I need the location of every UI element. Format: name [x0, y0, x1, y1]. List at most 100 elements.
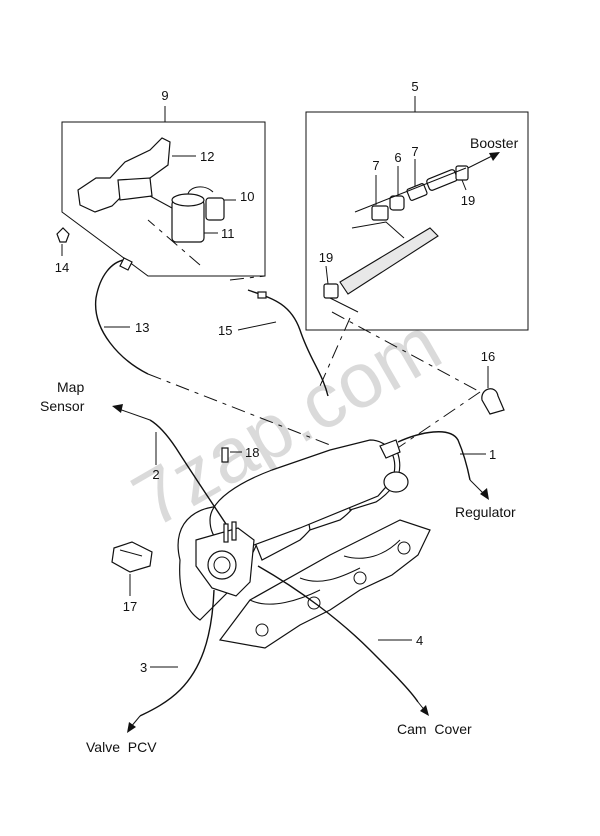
- leader-15: [237, 321, 277, 331]
- callout-10: 10: [240, 189, 254, 204]
- clip-14: [56, 227, 70, 256]
- hose-clamp-7-right: [406, 183, 428, 201]
- flange-hole-1: [255, 623, 269, 637]
- guide-booster-16: [331, 311, 481, 393]
- booster-hose-box: [305, 96, 529, 331]
- hose-13-fitting: [119, 257, 133, 271]
- hose-1-fitting: [379, 439, 401, 459]
- hose-4-path: [257, 565, 419, 703]
- canister-top: [171, 193, 205, 207]
- label-sensor: Sensor: [40, 398, 85, 414]
- label-booster: Booster: [470, 135, 519, 151]
- box-9-outline: [61, 121, 266, 277]
- callout-14: 14: [55, 260, 69, 275]
- hose-15-fitting: [257, 291, 267, 299]
- fitting-18-shape: [221, 447, 229, 463]
- callout-18: 18: [245, 445, 259, 460]
- booster-arrow-head: [489, 152, 500, 161]
- hose-2: [112, 404, 227, 525]
- purge-solenoid: [205, 197, 225, 221]
- leader-19-bottom: [325, 265, 329, 285]
- canister-hose: [187, 186, 214, 195]
- check-valve-6: [389, 195, 405, 211]
- callout-16: 16: [481, 349, 495, 364]
- regulator-arrow-head: [480, 488, 489, 500]
- hose-3: [127, 589, 215, 733]
- guide-13-manifold: [147, 373, 331, 446]
- booster-hose-lower: [339, 227, 439, 295]
- callout-7-right: 7: [411, 144, 418, 159]
- runner-base-2: [299, 567, 361, 582]
- label-valve-pcv: Valve PCV: [86, 739, 157, 755]
- hose-1-path: [397, 431, 471, 481]
- clip-16: [481, 366, 505, 415]
- intake-manifold: [177, 439, 431, 649]
- cam-arrow-head: [420, 705, 429, 716]
- flange-hole-4: [397, 541, 411, 555]
- hose-13: [94, 257, 149, 375]
- label-map: Map: [57, 379, 84, 395]
- callout-6: 6: [394, 150, 401, 165]
- label-cam-cover: Cam Cover: [397, 721, 472, 737]
- guide-box9-2: [229, 275, 266, 281]
- nipple-b: [231, 521, 237, 541]
- plenum-end-port: [383, 471, 409, 493]
- runner-base-1: [249, 589, 321, 605]
- hose-4: [257, 565, 429, 716]
- throttle-bore: [207, 550, 237, 580]
- guide-box9-1: [147, 219, 201, 266]
- map-arrow-head: [112, 404, 123, 413]
- callout-7-left: 7: [372, 158, 379, 173]
- callout-9: 9: [161, 88, 168, 103]
- hose-3-path: [139, 589, 215, 717]
- callout-17: 17: [123, 599, 137, 614]
- lower-hose-pointer: [329, 297, 359, 313]
- hose-1: [379, 431, 489, 500]
- clip-14-shape: [56, 227, 70, 243]
- canister-assembly-box: [61, 106, 266, 277]
- fitting-18: [221, 447, 242, 463]
- nipple-a: [223, 523, 229, 543]
- box-5-outline: [305, 111, 529, 331]
- hose-2-path: [149, 419, 227, 525]
- connector-17: [111, 541, 153, 596]
- runner-base-3: [343, 539, 401, 559]
- guide-lines: [147, 219, 481, 461]
- booster-hose-upper: [426, 169, 458, 191]
- callout-13: 13: [135, 320, 149, 335]
- hose-clamp-19-bottom: [323, 283, 339, 299]
- callout-19-bottom: 19: [319, 250, 333, 265]
- callout-11: 11: [221, 226, 235, 241]
- callout-1: 1: [489, 447, 496, 462]
- callout-12: 12: [200, 149, 214, 164]
- callout-15: 15: [218, 323, 232, 338]
- label-regulator: Regulator: [455, 504, 516, 520]
- clip-16-shape: [481, 388, 505, 415]
- callout-4: 4: [416, 633, 423, 648]
- canister-link: [149, 195, 173, 209]
- callout-2: 2: [152, 467, 159, 482]
- throttle-plate: [213, 556, 231, 574]
- flange-hole-2: [307, 596, 321, 610]
- pcv-arrow-head: [127, 722, 136, 733]
- guide-booster-manifold: [319, 317, 351, 387]
- hose-clamp-7-left: [371, 205, 389, 221]
- callout-19-top: 19: [461, 193, 475, 208]
- manifold-flange: [218, 519, 431, 649]
- hose-15: [237, 289, 329, 397]
- callout-3: 3: [140, 660, 147, 675]
- leader-19-top: [461, 179, 467, 191]
- upper-hose-axis: [354, 167, 467, 213]
- connector-17-detail: [119, 549, 143, 557]
- hose-13-path: [94, 259, 149, 375]
- connector-17-shape: [111, 541, 153, 573]
- hose-clamp-19-top: [455, 165, 469, 181]
- flange-hole-3: [353, 571, 367, 585]
- hose-15-path: [247, 289, 329, 397]
- bracket-clamp: [117, 177, 153, 201]
- canister-bracket: [77, 137, 171, 213]
- upper-hose-bracket-line: [351, 221, 405, 239]
- callout-5: 5: [411, 79, 418, 94]
